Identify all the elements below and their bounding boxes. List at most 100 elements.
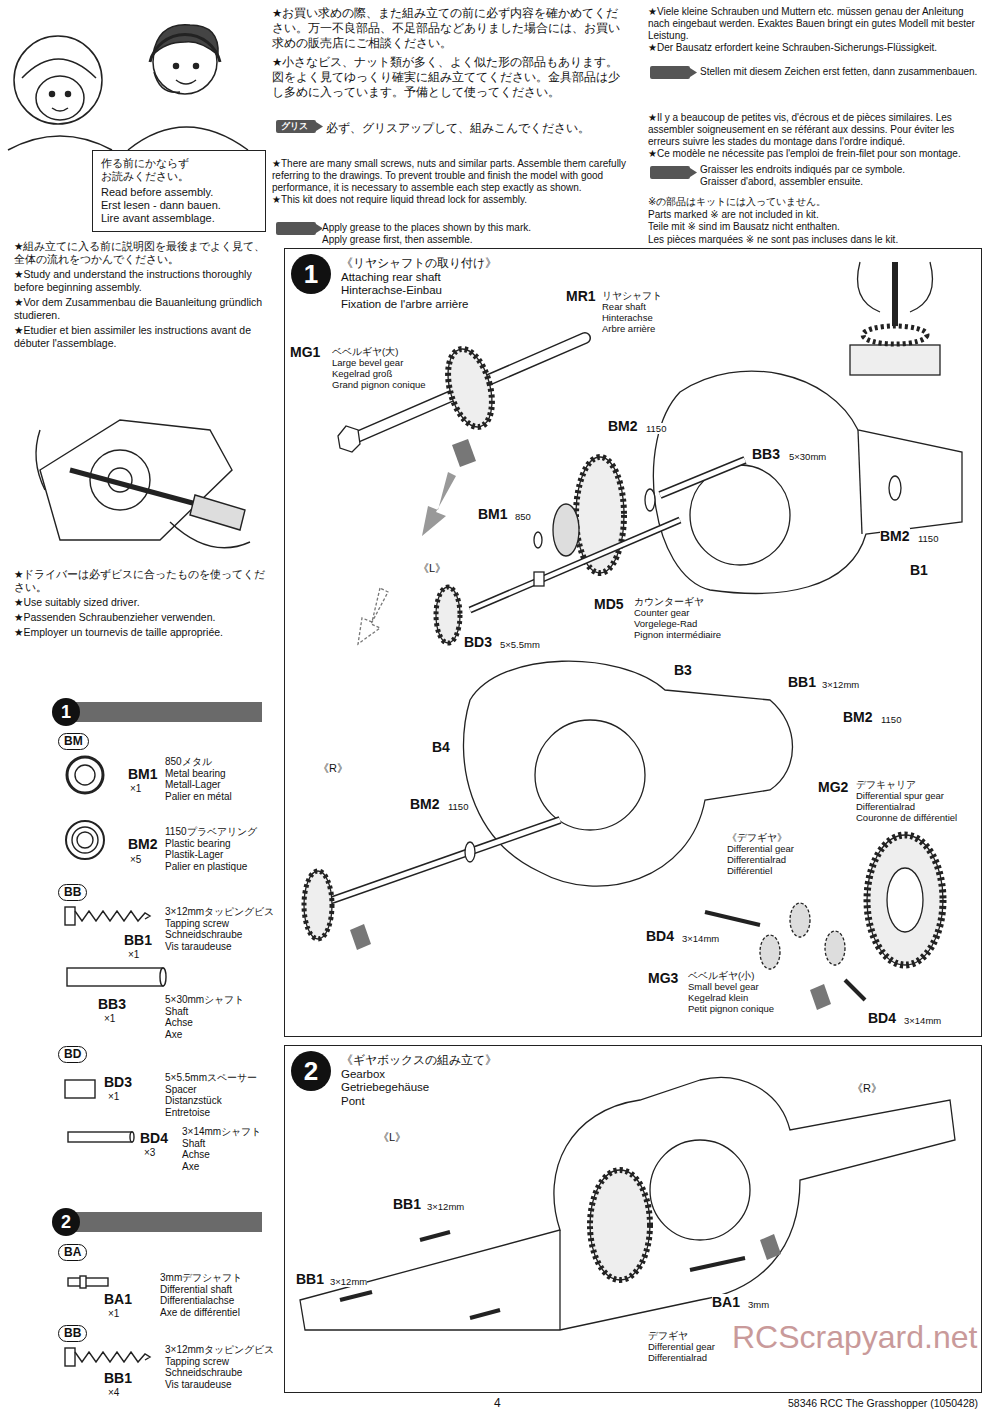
mechanic-figures [174,64,179,69]
step1-exploded-view [358,588,388,644]
note-text: ×1 [128,949,139,961]
note-text: Distanzstück [165,1095,222,1107]
step2-gearbox-view [590,1170,650,1280]
label-group: 3×14mm [682,933,719,944]
note-text: 850メタル [165,756,212,768]
note-text: 1150 [646,423,666,434]
label-group: 3×12mm [822,679,859,690]
label-group: Apply grease to the places shown by this… [322,222,531,246]
part-callout: B3 [674,662,692,679]
mechanic-figures [52,108,68,111]
screwdriver-illustration [40,420,232,540]
part-callout: BA1 [712,1294,740,1311]
note-text: Hinterachse [602,312,653,323]
section-bars [66,1212,262,1232]
label-group: 3×12mm [427,1201,464,1212]
note-text: ★Viele kleine Schrauben und Muttern etc.… [648,6,978,42]
note-text: ★Vor dem Zusammenbau die Bauanleitung gr… [14,296,266,322]
step-heading: 《リヤシャフトの取り付け》 [341,257,981,271]
label-group: BM2 [843,709,873,726]
sign-text: Lire avant assemblage. [101,212,257,225]
section-bars [66,702,262,722]
label-group: BD4 [868,1010,896,1027]
note-text: 《デフギヤ》 [727,832,787,843]
note-text: Teile mit ※ sind im Bausatz nicht enthal… [648,221,840,234]
label-group: 《デフギヤ》Differential gearDifferentialradDi… [727,832,794,876]
note-text: 5×5.5mmスペーサー [165,1072,257,1084]
label-group: 《L》 [378,1131,406,1144]
label-group: ×5 [130,854,141,866]
part-callout: BD4 [140,1130,168,1147]
step-number: 2 [61,1213,71,1231]
note-text: Schneidschraube [165,1367,242,1379]
step-heading: 《ギヤボックスの組み立て》 [341,1054,981,1068]
label-group: BB1 [104,1370,132,1387]
label-group: BD3 [104,1074,132,1091]
step1-exploded-view [440,344,499,432]
label-group: ベベルギヤ(小)Small bevel gearKegelrad kleinPe… [688,970,774,1014]
note-text: Graisser les endroits indiqués par ce sy… [700,164,905,176]
label-group: 1150 [918,533,938,544]
note-text: ★Il y a beaucoup de petites vis, d'écrou… [648,112,978,148]
note-text: Plastik-Lager [165,849,223,861]
step1-exploded-view [304,871,332,939]
step1-exploded-view [436,587,460,643]
step2-gearbox-view [470,1310,500,1318]
step2-gearbox-view [690,1258,745,1270]
part-callout: BM1 [128,766,158,783]
bag-code: BD [64,1047,81,1062]
step1-exploded-view [304,871,332,939]
note-text: 850 [515,511,531,522]
label-group: 5×30mmシャフトShaftAchseAxe [165,994,244,1040]
note-text: ×1 [104,1013,115,1025]
part-callout: BD3 [464,634,492,651]
step1-exploded-view [850,345,940,375]
parts-list-drawings [75,765,95,785]
step-number: 1 [304,261,318,287]
note-text: ★Etudier et bien assimiler les instructi… [14,324,266,350]
step1-exploded-view [867,835,943,965]
mechanic-figures [66,92,71,97]
label-group: MR1 [566,288,596,305]
note-text: 3×12mm [330,1276,367,1287]
part-callout: MG1 [290,344,320,361]
label-group: ★ドライバーは必ずビスに合ったものを使ってください。★Use suitably … [14,568,266,641]
mechanic-figures [150,34,220,62]
step1-exploded-view [858,430,862,534]
label-group: 4 [494,1396,501,1410]
label-group: BM1 [128,766,158,783]
screwdriver-illustration [70,470,200,505]
screwdriver-illustration [170,522,250,548]
label-group: BA1 [104,1291,132,1308]
note-text: ★小さなビス、ナット類が多く、よく似た形の部品もあります。図をよく見てゆっくり確… [272,55,628,100]
step-number: 2 [304,1058,318,1084]
note-text: 必ず、グリスアップして、組みこんでください。 [326,121,590,135]
step2-gearbox-view [340,1292,372,1300]
note-text: 1150 [881,714,901,725]
note-text: Kegelrad klein [688,992,748,1003]
note-text: 3mmデフシャフト [160,1272,242,1284]
step1-exploded-view [863,326,927,344]
note-text: 5×30mmシャフト [165,994,244,1006]
label-group: 850メタルMetal bearingMetall-LagerPalier en… [165,756,232,802]
step1-exploded-view [440,344,499,432]
sign-text: Erst lesen - dann bauen. [101,199,257,212]
note-text: 1150 [448,801,468,812]
part-callout: BA1 [104,1291,132,1308]
label-group: BM2 [410,796,440,813]
note-text: Schneidschraube [165,929,242,941]
part-callout: BM2 [410,796,440,813]
label-group: 5×5.5mmスペーサーSpacerDistanzstückEntretoise [165,1072,257,1118]
label-group: ×1 [108,1091,119,1103]
parts-list-drawings [130,1132,134,1142]
parts-bag-tag: BB [58,1325,87,1342]
note-text: Kegelrad groß [332,368,392,379]
parts-list-drawings [66,821,104,859]
bag-code: BM [64,734,83,749]
note-text: Large bevel gear [332,357,403,368]
note-text: Apply grease to the places shown by this… [322,222,531,234]
note-text: Apply grease first, then assemble. [322,234,473,246]
step1-exploded-view [887,868,923,932]
note-text: 3×12mmタッピングビス [165,1344,274,1356]
parts-bag-tag: BM [58,733,89,750]
